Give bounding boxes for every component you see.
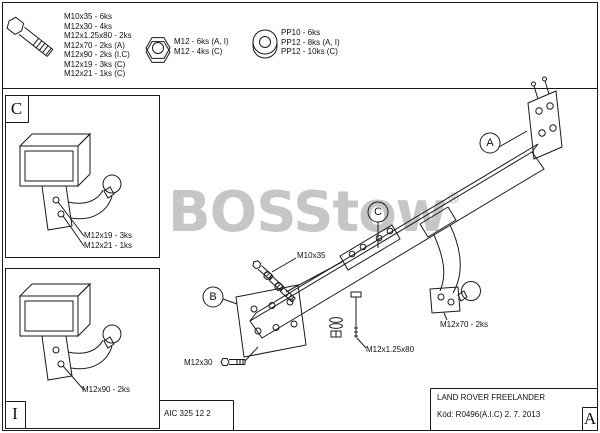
nut-spec-list: M12 - 6ks (A, I) M12 - 4ks (C) (174, 37, 229, 56)
detail-box-c-frame (5, 95, 160, 258)
washer-nut-stack (329, 317, 343, 338)
nut-icon (145, 37, 171, 63)
bolt-spec-line: M12x30 - 4ks (64, 21, 113, 31)
washer-spec-line: PP12 - 8ks (A, I) (281, 37, 340, 47)
end-plate-left (235, 284, 307, 358)
detail-c-label: C (10, 99, 23, 118)
bolt-spec-line: M12x1.25x80 - 2ks (64, 31, 132, 40)
callout-a-circle (479, 130, 528, 154)
crossbar-beam (249, 143, 545, 339)
sheet-letter: A (583, 409, 597, 428)
detail-box-i-leaders (62, 365, 85, 391)
label-m12x70: M12x70 - 2ks (440, 320, 489, 329)
nut-spec-line: M12 - 4ks (C) (174, 46, 223, 56)
bolts-m10x35 (250, 257, 343, 304)
bolt-spec-line: M10x35 - 6ks (64, 12, 113, 21)
label-m12x1-25x80: M12x1.25x80 (366, 345, 415, 354)
detail-c-annotation: M12x21 - 1ks (84, 241, 133, 250)
title-block-vehicle: LAND ROVER FREELANDER (437, 393, 546, 402)
callout-c-letter: C (374, 206, 382, 218)
tow-ball (461, 281, 481, 301)
label-m12x30: M12x30 (184, 358, 213, 367)
watermark: BOSStow® (168, 180, 460, 245)
detail-c-annotation: M12x19 - 3ks (84, 231, 133, 240)
callout-b-letter: B (209, 291, 217, 303)
washer-icon (252, 29, 278, 59)
detail-box-c-leaders (57, 201, 85, 247)
washer-spec-line: PP10 - 6ks (281, 28, 321, 37)
bolt-spec-line: M12x70 - 2ks (A) (64, 40, 125, 50)
bolt-m12x30 (220, 346, 259, 366)
bolt-spec-list: M10x35 - 6ks M12x30 - 4ks M12x1.25x80 - … (64, 12, 132, 79)
center-bracket (339, 224, 401, 271)
washer-spec-list: PP10 - 6ks PP12 - 8ks (A, I) PP12 - 10ks… (281, 28, 340, 57)
bolt-m12x1-25x80 (350, 291, 367, 349)
watermark-text: BOSStow (168, 180, 447, 245)
ball-bracket-right (419, 206, 468, 321)
detail-i-label: I (12, 404, 18, 423)
callout-b-circle (202, 286, 238, 308)
detail-box-c-drawing (19, 133, 122, 231)
detail-box-i-frame (5, 268, 160, 429)
bolt-spec-line: M12x90 - 2ks (I.C) (64, 50, 130, 59)
bolt-icon (6, 16, 54, 57)
detail-i-annotation: M12x90 - 2ks (82, 385, 131, 394)
bolt-spec-line: M12x19 - 3ks (C) (64, 59, 126, 69)
title-block-code: Kód: R0496(A.I.C) 2. 7. 2013 (437, 410, 541, 419)
title-block-lines (159, 388, 598, 431)
drawing-number: AIC 325 12 2 (164, 409, 211, 418)
callout-a-letter: A (486, 137, 494, 149)
washer-spec-line: PP12 - 10ks (C) (281, 47, 338, 56)
callout-c-circle (367, 201, 389, 248)
label-m10x35: M10x35 (297, 251, 326, 260)
detail-box-i-drawing (19, 283, 122, 381)
end-plate-right (527, 76, 563, 160)
nut-spec-line: M12 - 6ks (A, I) (174, 37, 229, 46)
bolt-spec-line: M12x21 - 1ks (C) (64, 69, 126, 78)
